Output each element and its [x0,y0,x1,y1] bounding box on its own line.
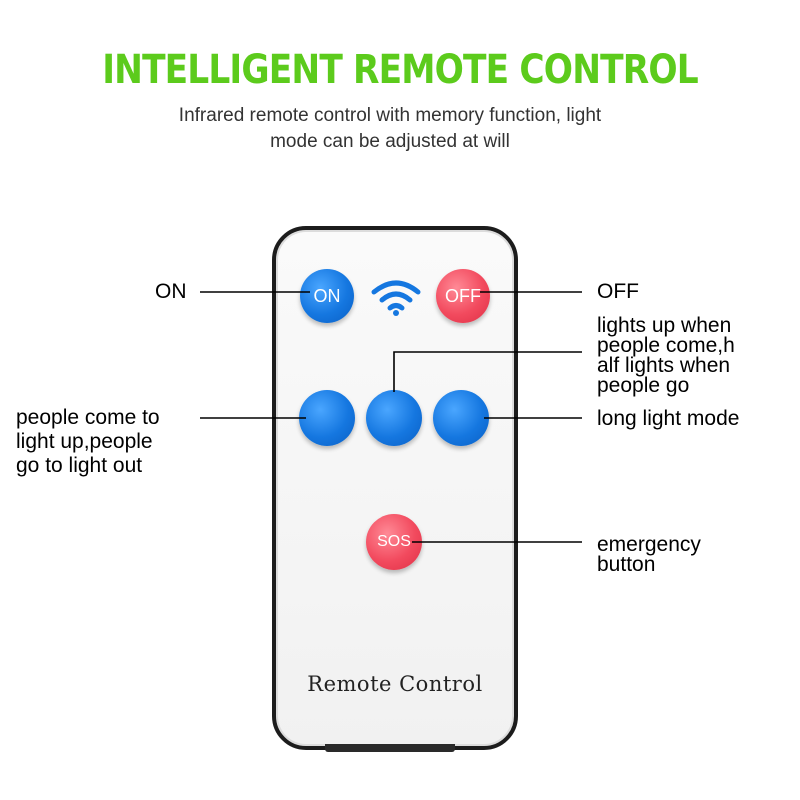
callout-off: OFF [597,280,639,303]
subline-line-1: Infrared remote control with memory func… [178,105,602,126]
people-sensor-mode-button[interactable] [299,390,355,446]
callout-people-mode: people come to light up,people go to lig… [16,406,216,478]
callout-people-mode-line: people come to [16,406,160,429]
subline-line-2: mode can be adjusted at will [270,131,510,152]
headline: INTELLIGENT REMOTE CONTROL [102,47,698,93]
subline: Infrared remote control with memory func… [130,103,650,155]
remote-bottom-edge [325,744,455,752]
callout-long-light: long light mode [597,407,740,430]
callout-people-mode-line: light up,people [16,430,153,453]
off-button[interactable]: OFF [436,269,490,323]
callout-emergency-line: button [597,553,656,576]
callout-half-light-line: alf lights when [597,354,731,377]
callout-half-light-line: people go [597,374,690,397]
remote-brand-text: Remote Control [307,672,483,696]
sos-button[interactable]: SOS [366,514,422,570]
callout-half-light-line: people come,h [597,334,735,357]
half-light-mode-button[interactable] [366,390,422,446]
long-light-mode-button[interactable] [433,390,489,446]
callout-emergency-line: emergency [597,533,701,556]
callout-people-mode-line: go to light out [16,454,143,477]
callout-on: ON [155,280,187,303]
on-button[interactable]: ON [300,269,354,323]
callout-half-light: lights up when people come,h alf lights … [597,314,772,397]
wifi-icon [371,280,421,316]
callout-emergency: emergency button [597,533,757,576]
callout-half-light-line: lights up when [597,314,732,337]
